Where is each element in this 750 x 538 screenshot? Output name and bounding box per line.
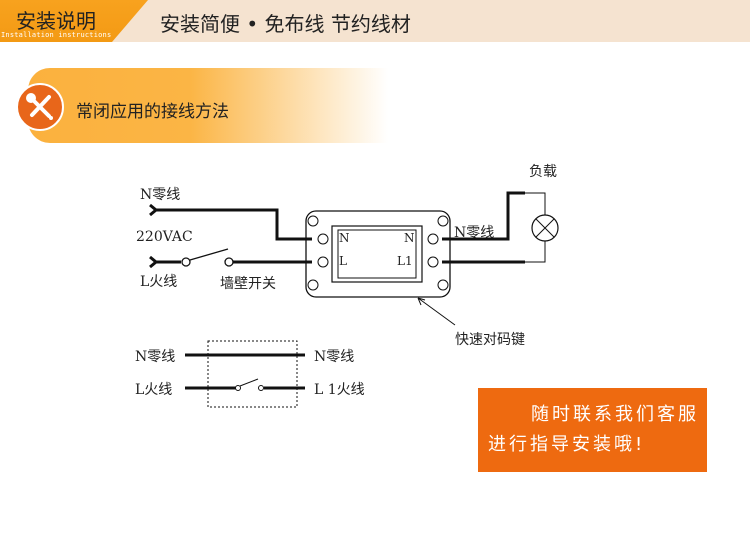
relay-module xyxy=(305,210,451,298)
pair-button-pointer xyxy=(417,297,456,326)
n-wire-in-label: N零线 xyxy=(140,187,181,203)
l-wire-in xyxy=(149,255,181,269)
dashed-switch-box xyxy=(207,340,298,408)
l-wire-in-label: L火线 xyxy=(140,274,178,290)
cta-line2: 进行指导安装哦! xyxy=(488,434,646,455)
section-banner xyxy=(28,68,388,143)
lower-l-out-label: L 1火线 xyxy=(314,382,365,398)
pair-button-label: 快速对码键 xyxy=(455,332,525,348)
terminal-n-left: N xyxy=(339,231,350,245)
wall-switch-label: 墙壁开关 xyxy=(220,276,276,292)
terminal-n-right: N xyxy=(404,231,415,245)
n-wire-out-label: N零线 xyxy=(454,225,495,241)
switch-contact xyxy=(181,257,191,267)
load-label: 负载 xyxy=(529,164,557,180)
n-wire-out xyxy=(442,191,525,241)
lower-n-in-label: N零线 xyxy=(135,349,176,365)
lower-l-in-label: L火线 xyxy=(135,382,173,398)
header-tag-title: 安装说明 xyxy=(16,9,96,33)
switch-lever xyxy=(189,248,229,261)
lower-n-out-label: N零线 xyxy=(314,349,355,365)
contact-support-box: 随时联系我们客服 进行指导安装哦! xyxy=(478,388,707,472)
header-tag-subtitle: Installation instructions xyxy=(1,31,112,39)
header-bar: 安装说明 Installation instructions 安装简便 • 免布… xyxy=(0,0,750,42)
switch-contact xyxy=(224,257,234,267)
terminal-l-left: L xyxy=(339,254,347,268)
voltage-label: 220VAC xyxy=(136,229,193,245)
cta-line1: 随时联系我们客服 xyxy=(531,404,699,425)
n-wire-in xyxy=(149,203,312,241)
terminal-l1-right: L1 xyxy=(397,254,413,268)
section-title: 常闭应用的接线方法 xyxy=(76,102,229,122)
tools-icon xyxy=(16,83,64,131)
header-slogan: 安装简便 • 免布线 节约线材 xyxy=(160,12,411,36)
